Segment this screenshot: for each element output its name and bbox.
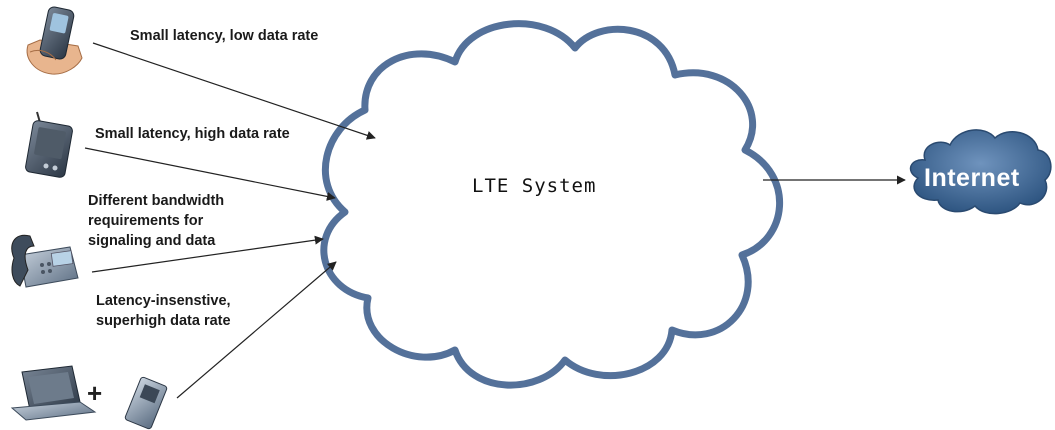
lte-cloud-shape — [320, 20, 783, 389]
arrow-mobile-to-lte — [92, 42, 376, 140]
desk-phone-icon — [11, 234, 79, 288]
flow-label-deskphone-line2: requirements for — [88, 213, 204, 229]
flow-label-mobile: Small latency, low data rate — [130, 28, 319, 44]
flow-label-deskphone-line3: signaling and data — [88, 233, 216, 249]
flow-label-laptop-line2: superhigh data rate — [96, 313, 231, 329]
plus-sign: + — [87, 378, 103, 408]
arrow-laptop-to-lte — [176, 261, 337, 399]
flow-label-laptop-line1: Latency-insenstive, — [96, 293, 231, 309]
lte-system-label: LTE System — [472, 175, 597, 197]
laptop-icon — [10, 365, 97, 421]
arrow-deskphone-to-lte — [91, 235, 324, 273]
internet-label: Internet — [924, 164, 1020, 192]
flow-label-pda: Small latency, high data rate — [95, 126, 290, 142]
pda-icon — [25, 111, 73, 178]
arrow-pda-to-lte — [84, 147, 336, 201]
flow-label-deskphone-line1: Different bandwidth — [88, 193, 225, 209]
internet-cloud-shape — [909, 129, 1052, 215]
datacard-icon — [124, 376, 168, 430]
mobile-phone-icon — [26, 6, 83, 75]
